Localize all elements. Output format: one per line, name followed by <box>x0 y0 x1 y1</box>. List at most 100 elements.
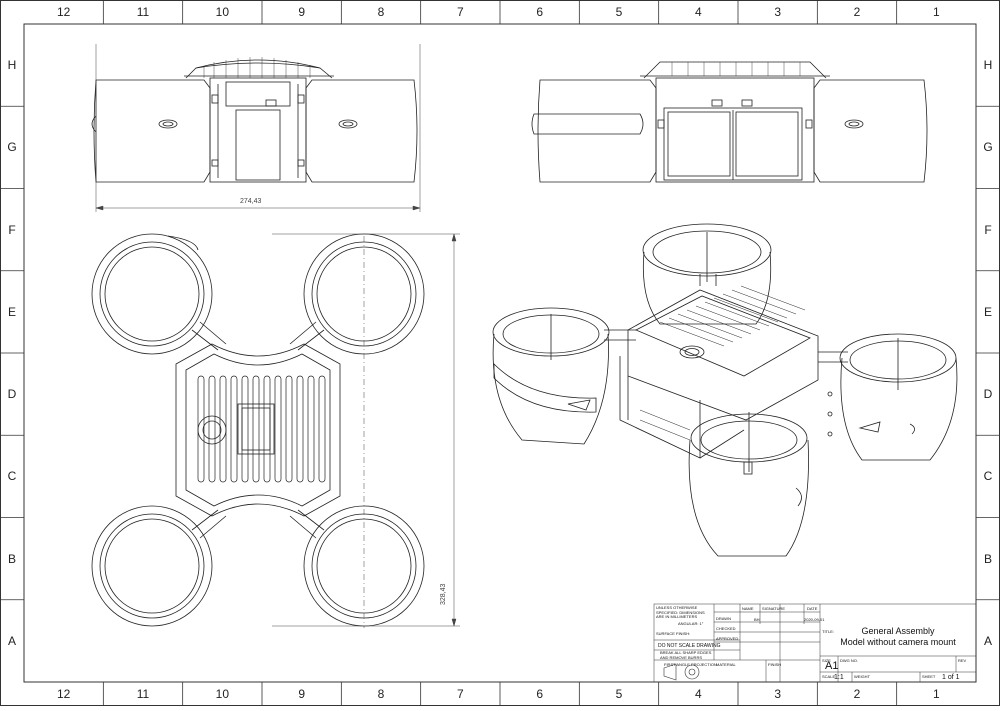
column-label: 5 <box>615 5 623 19</box>
row-label: B <box>7 551 16 566</box>
column-label: 5 <box>615 687 623 701</box>
iso-vent-slot <box>677 313 743 339</box>
angular-tolerance: ANGULAR: 1° <box>678 621 704 626</box>
column-label: 4 <box>694 5 702 19</box>
row-label: C <box>983 469 993 484</box>
vent-slot <box>318 375 326 483</box>
row-label: E <box>7 304 16 319</box>
dimension-height: 328,43 <box>440 583 447 605</box>
vent-slot <box>263 375 271 483</box>
side-view <box>531 61 928 183</box>
iso-vent-slot <box>713 297 779 323</box>
column-label: 11 <box>136 5 150 19</box>
vent-slot <box>241 375 249 483</box>
iso-vent-slot <box>731 289 797 315</box>
iso-vent-slot <box>659 321 725 347</box>
column-label: 12 <box>56 687 71 701</box>
scale-label: SCALE <box>822 674 836 679</box>
surface-finish: SURFACE FINISH: <box>656 631 691 636</box>
column-label: 3 <box>774 5 781 19</box>
drawing-title: General Assembly <box>861 626 935 636</box>
row-label: B <box>983 551 992 566</box>
title-label: TITLE: <box>822 629 835 634</box>
row-label: D <box>7 387 17 402</box>
row-label: A <box>983 633 992 648</box>
vent-slot <box>274 375 282 483</box>
checked-label: CHECKED <box>716 626 736 631</box>
column-label: 10 <box>215 5 229 19</box>
scale-value: 1:1 <box>834 674 844 681</box>
vent-slot <box>230 375 238 483</box>
row-label: H <box>983 58 993 73</box>
iso-vent-slot <box>722 293 788 319</box>
sheet-label: SHEET <box>922 674 936 679</box>
drawn-date: 2020-09-01 <box>804 617 825 622</box>
column-label: 6 <box>536 687 543 701</box>
column-label: 8 <box>377 5 385 19</box>
projection-label: FIRST ANGLE PROJECTION <box>664 662 717 667</box>
title-block-frame <box>653 603 977 683</box>
front-view <box>91 57 418 183</box>
break-edges-note: BREAK ALL SHARP EDGES AND REMOVE BURRS <box>660 650 712 660</box>
row-label: F <box>8 222 16 237</box>
size-value: A1 <box>825 660 839 672</box>
name-header: NAME <box>742 606 754 611</box>
column-label: 12 <box>56 5 71 19</box>
finish-label: FINISH <box>768 662 782 667</box>
approved-label: APPROVED <box>716 636 739 641</box>
dim-height <box>272 233 460 628</box>
isometric-view <box>492 223 958 557</box>
row-label: E <box>983 304 992 319</box>
top-view <box>91 233 425 627</box>
column-label: 10 <box>215 687 229 701</box>
iso-vent-slot <box>704 301 770 327</box>
material-label: MATERIAL <box>716 662 736 667</box>
size-label: SIZE <box>822 658 831 663</box>
do-not-scale: DO NOT SCALE DRAWING <box>658 643 721 649</box>
drawn-by: BH <box>754 617 760 622</box>
dim-width <box>95 44 421 212</box>
iso-vent-slot <box>740 285 806 311</box>
vent-slot <box>296 375 304 483</box>
dwg-no-label: DWG NO. <box>840 658 858 663</box>
column-label: 7 <box>456 687 464 701</box>
signature-header: SIGNATURE <box>762 606 786 611</box>
row-label: H <box>7 58 17 73</box>
column-label: 1 <box>932 5 940 19</box>
row-label: F <box>984 222 992 237</box>
iso-vent-slot <box>668 317 734 343</box>
date-header: DATE <box>807 606 818 611</box>
column-label: 6 <box>536 5 543 19</box>
column-label: 11 <box>136 687 150 701</box>
row-label: G <box>983 140 993 155</box>
general-notes: UNLESS OTHERWISE SPECIFIED: DIMENSIONS A… <box>656 605 705 619</box>
weight-label: WEIGHT <box>854 674 870 679</box>
column-label: 9 <box>298 5 305 19</box>
first-angle-projection-symbol <box>663 663 700 681</box>
iso-vent-slot <box>695 305 761 331</box>
column-label: 2 <box>853 5 861 19</box>
drawn-label: DRAWN <box>716 616 731 621</box>
vent-slot <box>285 375 293 483</box>
vent-slot <box>208 375 216 483</box>
sheet-value: 1 of 1 <box>942 674 960 681</box>
row-label: A <box>7 633 16 648</box>
row-label: D <box>983 387 993 402</box>
column-label: 4 <box>694 687 702 701</box>
vent-slot <box>307 375 315 483</box>
column-label: 8 <box>377 687 385 701</box>
column-label: 2 <box>853 687 861 701</box>
iso-vent-slot <box>686 309 752 335</box>
column-label: 1 <box>932 687 940 701</box>
column-label: 7 <box>456 5 464 19</box>
column-label: 3 <box>774 687 781 701</box>
row-label: G <box>7 140 17 155</box>
inner-border <box>23 23 977 683</box>
dimension-width: 274,43 <box>240 198 262 205</box>
row-label: C <box>7 469 17 484</box>
drawing-subtitle: Model without camera mount <box>840 637 956 647</box>
